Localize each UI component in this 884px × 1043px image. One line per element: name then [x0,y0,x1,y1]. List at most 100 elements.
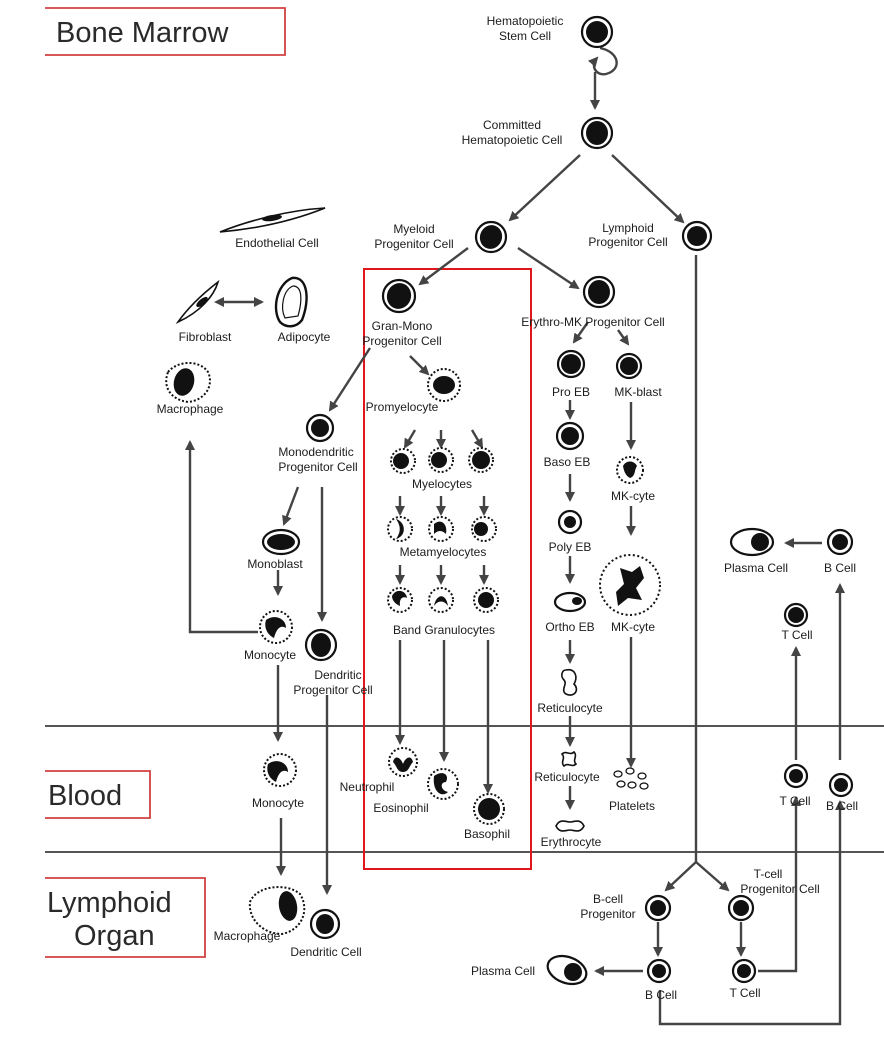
label-fibroblast: Fibroblast [179,330,232,344]
orthochromatic-erythroblast [553,591,587,613]
svg-text:Bone Marrow: Bone Marrow [56,17,230,49]
label-mk-blast: MK-blast [614,385,662,399]
mk-cyte-early [616,456,644,484]
label-reticulocyte-bm: Reticulocyte [537,701,603,715]
label-committed-2: Hematopoietic Cell [462,133,563,147]
monoblast-cell [261,528,301,556]
monodendritic-progenitor-cell [305,413,335,443]
label-pro-eb: Pro EB [552,385,590,399]
label-plasma-cell-lo: Plasma Cell [471,964,535,978]
label-b-prog-1: B-cell [593,892,623,906]
label-reticulocyte-blood: Reticulocyte [534,770,600,784]
dendritic-progenitor-cell [304,628,338,662]
label-granmono-1: Gran-Mono [372,319,433,333]
svg-text:Lymphoid: Lymphoid [47,887,172,919]
label-b-cell-bm: B Cell [824,561,856,575]
bone-marrow-region-label: Bone Marrow [45,7,286,56]
t-cell-bone-marrow [783,602,809,628]
lymphoid-progenitor-cell [681,220,713,252]
basophilic-myelocyte [468,447,494,473]
label-monocyte-blood: Monocyte [252,796,304,810]
dendritic-cell [309,908,341,940]
b-cell-progenitor [644,894,672,922]
adipocyte [274,276,308,328]
basophilic-erythroblast [555,421,585,451]
pro-erythroblast [556,349,586,379]
t-cell-lymphoid-organ [731,958,757,984]
svg-text:Organ: Organ [74,920,155,952]
label-granmono-2: Progenitor Cell [362,334,441,348]
label-monodendritic-1: Monodendritic [278,445,353,459]
label-lymphoid-prog-2: Progenitor Cell [588,235,667,249]
label-hsc-2: Stem Cell [499,29,551,43]
label-metamyelocytes: Metamyelocytes [400,545,487,559]
label-lymphoid-prog-1: Lymphoid [602,221,654,235]
label-endothelial: Endothelial Cell [235,236,318,250]
label-t-prog-2: Progenitor Cell [740,882,819,896]
neutrophil-cell [388,747,418,777]
label-eosinophil: Eosinophil [373,801,428,815]
label-basophil: Basophil [464,827,510,841]
neutrophilic-myelocyte [390,448,416,474]
label-b-cell-blood: B Cell [826,799,858,813]
label-b-cell-lo: B Cell [645,988,677,1002]
basophilic-metamyelocyte [471,516,497,542]
label-b-prog-2: Progenitor [580,907,635,921]
label-dendritic-prog-1: Dendritic [314,668,361,682]
macrophage-lymphoid-organ [248,886,306,936]
b-cell-blood [828,772,854,798]
label-mk-cyte-2: MK-cyte [611,620,655,634]
label-t-cell-blood: T Cell [779,794,810,808]
label-baso-eb: Baso EB [544,455,591,469]
label-erythrocyte: Erythrocyte [541,835,602,849]
plasma-cell-lymphoid-organ [546,954,588,986]
b-cell-lymphoid-organ [646,958,672,984]
label-macrophage-lo: Macrophage [214,929,281,943]
eosinophilic-myelocyte [428,447,454,473]
label-mk-cyte-1: MK-cyte [611,489,655,503]
eosinophilic-band [428,587,454,613]
label-t-prog-1: T-cell [754,867,783,881]
b-cell-bone-marrow [826,528,854,556]
fibroblast [175,279,220,324]
endothelial-cell [219,207,326,233]
neutrophilic-metamyelocyte [387,516,413,542]
label-neutrophil: Neutrophil [340,780,395,794]
label-erythro-mk: Erythro-MK Progenitor Cell [521,315,664,329]
label-ortho-eb: Ortho EB [545,620,594,634]
label-myeloid-2: Progenitor Cell [374,237,453,251]
granulocyte-highlight-box [363,268,532,870]
label-platelets: Platelets [609,799,655,813]
lymphoid-organ-region-label: Lymphoid Organ [45,877,206,958]
basophil-cell [473,793,505,825]
platelets-cluster [613,767,649,790]
label-dendritic-prog-2: Progenitor Cell [293,683,372,697]
eosinophilic-metamyelocyte [428,516,454,542]
label-dendritic-cell: Dendritic Cell [290,945,361,959]
label-t-cell-lo: T Cell [729,986,760,1000]
basophilic-band [473,587,499,613]
hematopoietic-stem-cell [580,15,614,49]
erythrocyte-cell [555,820,585,832]
neutrophilic-band [387,587,413,613]
label-plasma-cell-bm: Plasma Cell [724,561,788,575]
cell-labels: Hematopoietic Stem Cell Committed Hemato… [157,14,858,1002]
macrophage-bone-marrow [165,362,211,404]
label-monodendritic-2: Progenitor Cell [278,460,357,474]
promyelocyte-cell [427,368,461,402]
polychromatic-erythroblast [557,509,583,535]
committed-hematopoietic-cell [580,116,614,150]
reticulocyte-bone-marrow [561,668,578,696]
plasma-cell-bone-marrow [729,527,775,557]
mk-blast-cell [615,352,643,380]
monocyte-bone-marrow [259,610,293,644]
label-poly-eb: Poly EB [549,540,592,554]
label-adipocyte: Adipocyte [278,330,331,344]
myeloid-progenitor-cell [474,220,508,254]
label-myelocytes: Myelocytes [412,477,472,491]
label-t-cell-bm: T Cell [781,628,812,642]
label-myeloid-1: Myeloid [393,222,434,236]
t-cell-progenitor [727,894,755,922]
label-hsc-1: Hematopoietic [487,14,564,28]
